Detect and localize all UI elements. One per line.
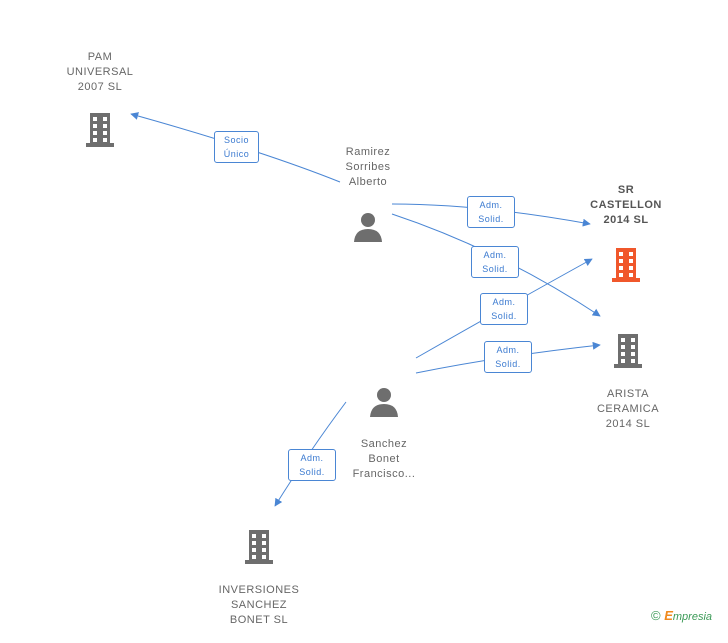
company-node-sr-castellon[interactable]: SR CASTELLON 2014 SL [584,168,668,297]
company-node-pam-universal[interactable]: PAM UNIVERSAL 2007 SL [58,35,142,162]
person-node-sanchez[interactable]: Sanchez Bonet Francisco... [336,372,432,497]
company-name: ARISTA CERAMICA 2014 SL [596,388,660,430]
edge-label-adm-solid[interactable]: Adm. Solid. [480,293,528,325]
edge-label-socio-unico[interactable]: Socio Único [214,131,259,163]
edge-label-line: Adm. [483,250,507,260]
edge-label-adm-solid[interactable]: Adm. Solid. [471,246,519,278]
edge-label-line: Solid. [491,311,517,321]
edge-label-adm-solid[interactable]: Adm. Solid. [467,196,515,228]
edge-label-line: Adm. [300,453,324,463]
edge-label-line: Adm. [496,345,520,355]
edge-label-line: Adm. [479,200,503,210]
edge-label-line: Socio [223,135,249,145]
company-name: SR CASTELLON 2014 SL [590,184,662,226]
brand-footer: © Empresia [651,608,712,623]
edge-label-adm-solid[interactable]: Adm. Solid. [484,341,532,373]
company-name: INVERSIONES SANCHEZ BONET SL [218,584,300,626]
edge-label-adm-solid[interactable]: Adm. Solid. [288,449,336,481]
edge-label-line: Solid. [482,264,508,274]
company-node-inversiones-sanchez[interactable]: INVERSIONES SANCHEZ BONET SL [212,515,306,643]
copyright-symbol: © [651,608,661,623]
edge-label-line: Solid. [495,359,521,369]
company-node-arista-ceramica[interactable]: ARISTA CERAMICA 2014 SL [586,319,670,447]
edge-label-line: Solid. [299,467,325,477]
brand-logo-text: mpresia [672,611,713,623]
person-name: Ramirez Sorribes Alberto [345,146,391,188]
brand-logo-initial: E [664,608,673,623]
person-icon [354,213,382,242]
building-icon [614,334,642,368]
person-name: Sanchez Bonet Francisco... [352,438,416,480]
building-icon [245,530,273,564]
company-name: PAM UNIVERSAL 2007 SL [66,51,134,93]
person-icon [370,388,398,417]
edge-label-line: Solid. [478,214,504,224]
edge-label-line: Único [223,149,250,159]
building-icon [86,113,114,147]
building-icon [612,248,640,282]
person-node-ramirez[interactable]: Ramirez Sorribes Alberto [326,130,410,257]
edge-label-line: Adm. [492,297,516,307]
